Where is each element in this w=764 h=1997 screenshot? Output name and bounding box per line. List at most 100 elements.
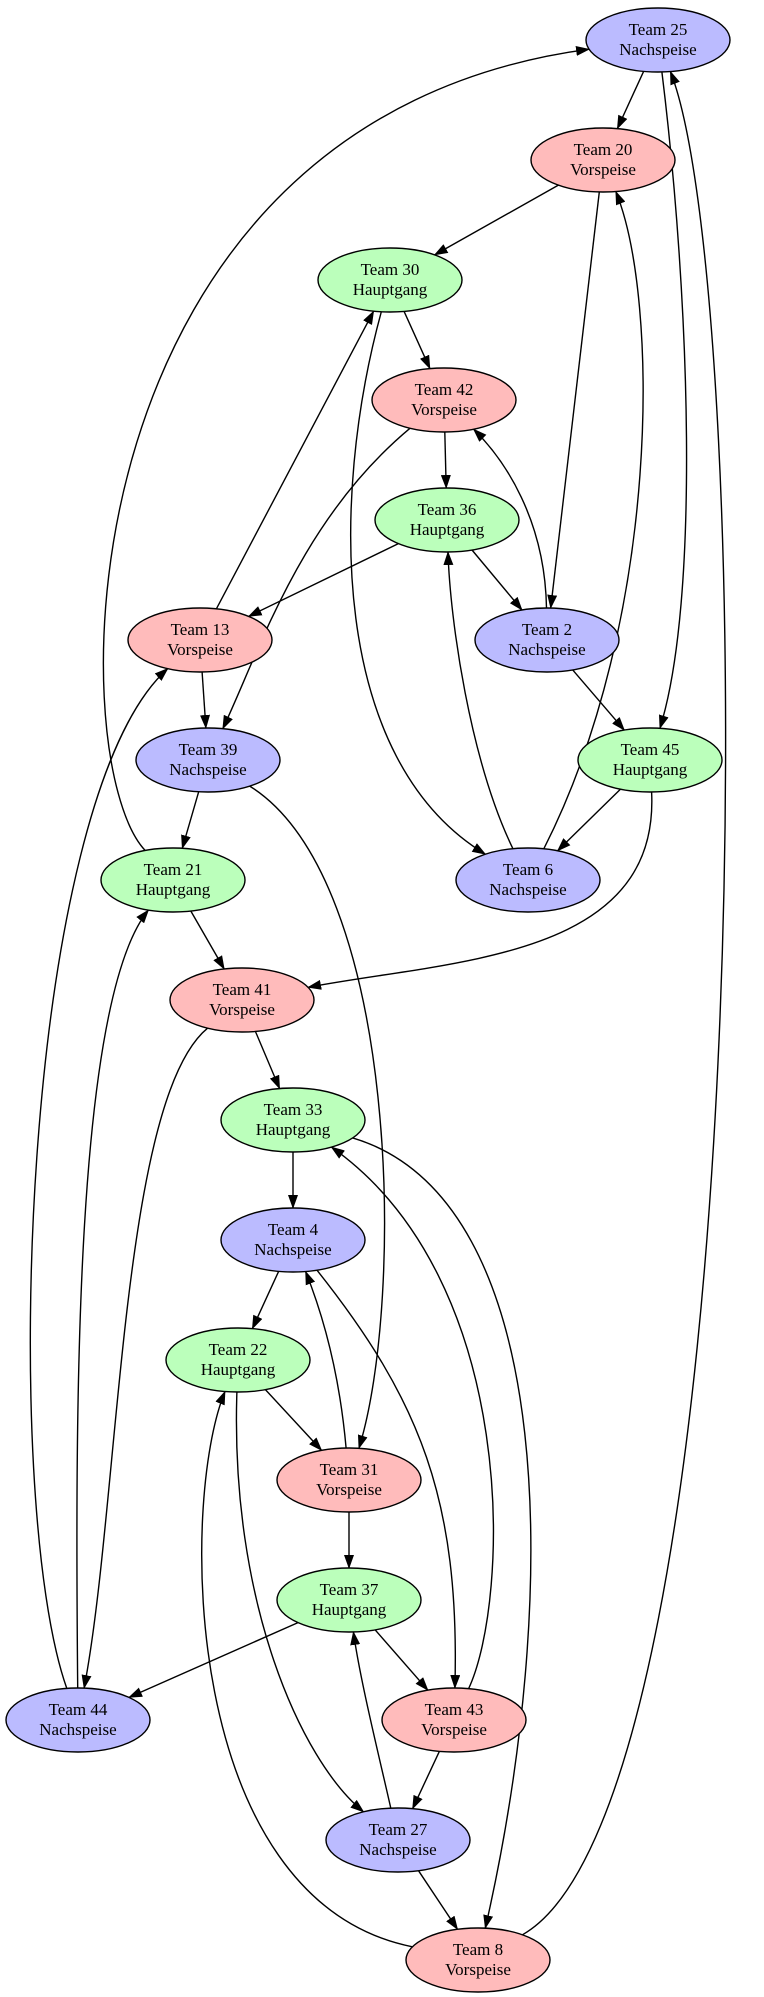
node-course-label: Nachspeise [508,640,585,659]
node-course-label: Nachspeise [489,880,566,899]
edge-t42-t39 [222,427,411,730]
edge-t41-t44 [81,1027,209,1690]
node-team-label: Team 25 [629,20,688,39]
node-course-label: Vorspeise [316,1480,382,1499]
node-team-label: Team 39 [179,740,238,759]
edge-t36-t2 [471,549,523,611]
edge-t43-t27 [411,1751,441,1810]
edge-t39-t31 [249,785,386,1450]
edge-t22-t27 [235,1391,365,1813]
edge-t4-t43 [316,1269,461,1689]
node-team-label: Team 36 [418,500,477,519]
node-team-label: Team 31 [320,1460,379,1479]
node-team-label: Team 45 [621,740,680,759]
edge-t25-t20 [616,71,645,130]
edge-t20-t2 [547,191,600,609]
node-ellipse [127,607,273,673]
node-team-label: Team 30 [361,260,420,279]
node-ellipse [381,1687,527,1753]
node-ellipse [374,487,520,553]
node-ellipse [474,607,620,673]
edge-t22-t31 [264,1389,323,1452]
edge-t36-t13 [247,542,399,618]
edge-t45-t6 [556,788,621,852]
node-course-label: Hauptgang [353,280,428,299]
edge-t8-t25 [522,70,727,1936]
node-ellipse [165,1327,311,1393]
node-ellipse [220,1087,366,1153]
node-team-label: Team 21 [144,860,203,879]
node-ellipse [325,1807,471,1873]
edge-t44-t21 [76,909,150,1689]
node-course-label: Vorspeise [570,160,636,179]
node-course-label: Nachspeise [619,40,696,59]
edge-t31-t4 [304,1270,347,1449]
edge-t39-t21 [181,791,200,850]
node-ellipse [577,727,723,793]
edge-t13-t39 [200,671,211,729]
edges-layer [29,45,727,1948]
edge-t43-t33 [330,1146,495,1689]
node-course-label: Hauptgang [410,520,485,539]
edge-t45-t41 [307,791,653,990]
edge-t25-t45 [658,71,688,730]
node-course-label: Hauptgang [136,880,211,899]
node-ellipse [371,367,517,433]
node-course-label: Nachspeise [359,1840,436,1859]
node-course-label: Nachspeise [169,760,246,779]
node-ellipse [276,1567,422,1633]
node-course-label: Vorspeise [421,1720,487,1739]
node-team-label: Team 4 [268,1220,319,1239]
edge-t30-t6 [350,311,487,855]
node-course-label: Vorspeise [167,640,233,659]
node-team-label: Team 20 [574,140,633,159]
node-course-label: Nachspeise [39,1720,116,1739]
edge-t30-t42 [403,311,431,370]
edge-t13-t30 [215,310,375,610]
edge-t6-t36 [443,551,514,850]
node-ellipse [169,967,315,1033]
node-team-label: Team 6 [503,860,553,879]
node-team-label: Team 44 [49,1700,108,1719]
edge-t20-t30 [433,184,559,256]
node-course-label: Vorspeise [445,1960,511,1979]
edge-t2-t42 [472,428,548,609]
node-team-label: Team 22 [209,1340,268,1359]
edge-t33-t8 [352,1137,532,1930]
edge-t8-t22 [201,1390,413,1948]
node-team-label: Team 33 [264,1100,323,1119]
edge-t21-t41 [190,910,225,970]
node-course-label: Hauptgang [256,1120,331,1139]
edge-t4-t22 [251,1271,280,1330]
node-ellipse [585,7,731,73]
node-ellipse [276,1447,422,1513]
node-ellipse [100,847,246,913]
node-team-label: Team 41 [213,980,272,999]
edge-t2-t45 [572,669,625,731]
edge-t37-t44 [128,1621,299,1699]
edge-t44-t13 [29,667,169,1689]
edge-t37-t43 [374,1629,429,1691]
edge-t41-t33 [254,1031,281,1090]
node-course-label: Vorspeise [209,1000,275,1019]
node-team-label: Team 37 [320,1580,379,1599]
node-ellipse [220,1207,366,1273]
edge-t27-t8 [417,1870,459,1931]
